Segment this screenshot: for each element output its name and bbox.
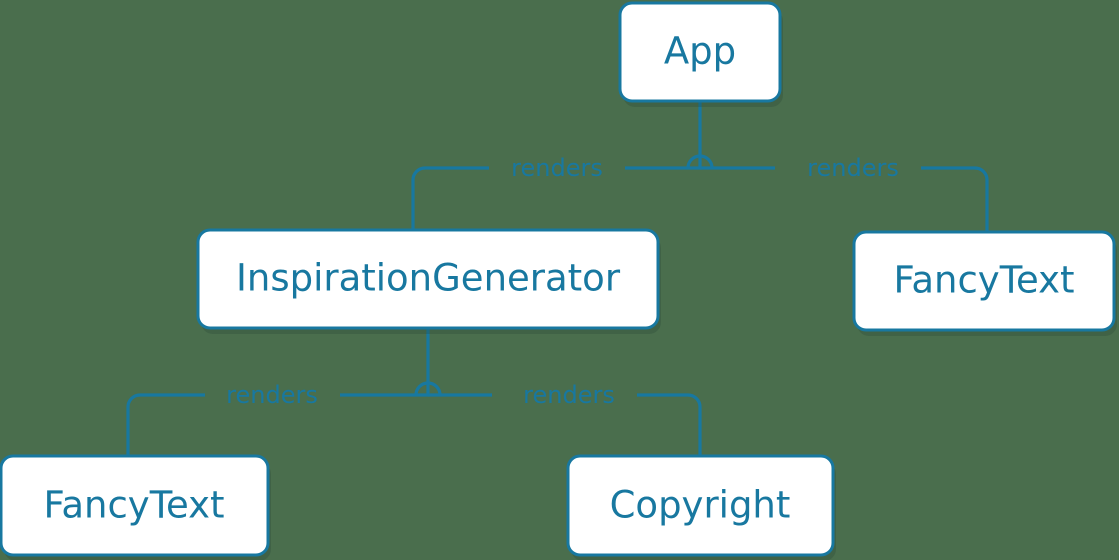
node-label-copyright: Copyright [610, 484, 791, 527]
node-copyright[interactable]: Copyright [566, 454, 835, 557]
edge-line-app-left [411, 101, 702, 230]
edge-app-to-fancytext-right: renders [700, 154, 989, 232]
edge-inspiration-generator-to-copyright: renders [428, 381, 702, 456]
edge-label-app-right: renders [807, 154, 899, 182]
edge-line-ig-left [126, 328, 430, 456]
node-app[interactable]: App [618, 1, 782, 103]
node-inspiration-generator[interactable]: InspirationGenerator [196, 228, 660, 330]
edge-label-app-left: renders [511, 154, 603, 182]
edge-label-ig-right: renders [523, 381, 615, 409]
node-box-copyright[interactable] [566, 454, 835, 557]
node-fancytext-right[interactable]: FancyText [852, 230, 1116, 332]
edge-app-to-inspiration-generator: renders [411, 101, 702, 230]
edge-junction-app [686, 154, 714, 169]
node-label-fancytext-bottom: FancyText [43, 484, 224, 527]
node-label-fancytext-right: FancyText [893, 259, 1074, 302]
node-box-fancytext-right[interactable] [852, 230, 1116, 332]
edge-label-ig-left: renders [226, 381, 318, 409]
node-box-inspiration-generator[interactable] [196, 228, 660, 330]
node-box-fancytext-bottom[interactable] [0, 454, 270, 557]
node-fancytext-bottom[interactable]: FancyText [0, 454, 270, 557]
node-box-app[interactable] [618, 1, 782, 103]
node-label-app: App [664, 30, 736, 73]
edge-junction-inspiration-generator [414, 381, 442, 396]
node-label-inspiration-generator: InspirationGenerator [236, 257, 621, 300]
edge-inspiration-generator-to-fancytext-bottom: renders [126, 328, 430, 456]
